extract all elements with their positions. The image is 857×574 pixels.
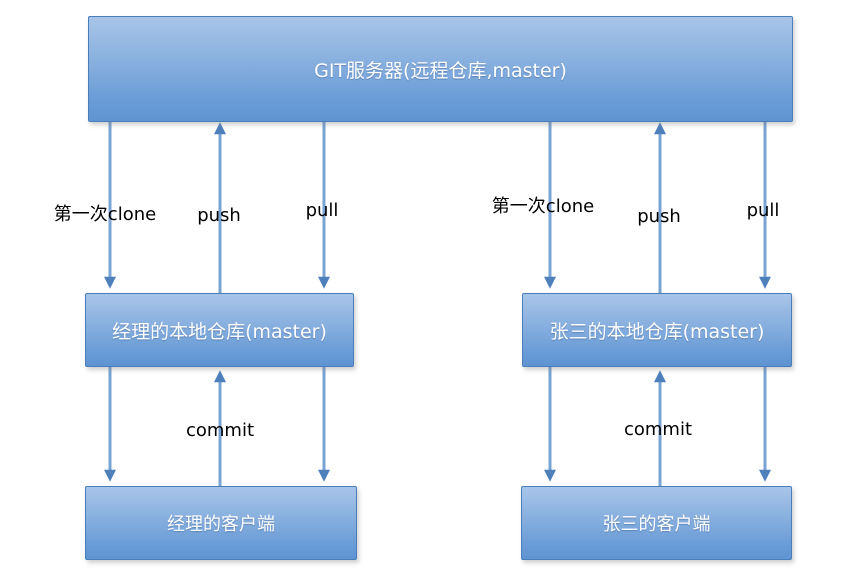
commit-label-left: commit [185, 420, 255, 441]
git-server-node: GIT服务器(远程仓库,master) [88, 16, 793, 122]
git-server-label: GIT服务器(远程仓库,master) [314, 59, 567, 82]
pull-label-left: pull [305, 200, 339, 221]
manager-local-repo-label: 经理的本地仓库(master) [112, 320, 327, 343]
zhangsan-local-repo-node: 张三的本地仓库(master) [522, 293, 792, 367]
push-label-right: push [637, 206, 681, 227]
zhangsan-client-node: 张三的客户端 [521, 486, 792, 560]
manager-client-node: 经理的客户端 [85, 486, 357, 560]
zhangsan-local-repo-label: 张三的本地仓库(master) [549, 320, 765, 343]
pull-label-right: pull [746, 200, 780, 221]
manager-client-label: 经理的客户端 [167, 514, 275, 535]
push-label-left: push [197, 205, 241, 226]
clone-label-left: 第一次clone [53, 204, 157, 225]
zhangsan-client-label: 张三的客户端 [602, 514, 711, 535]
clone-label-right: 第一次clone [491, 196, 595, 217]
manager-local-repo-node: 经理的本地仓库(master) [85, 293, 354, 367]
commit-label-right: commit [623, 419, 693, 440]
